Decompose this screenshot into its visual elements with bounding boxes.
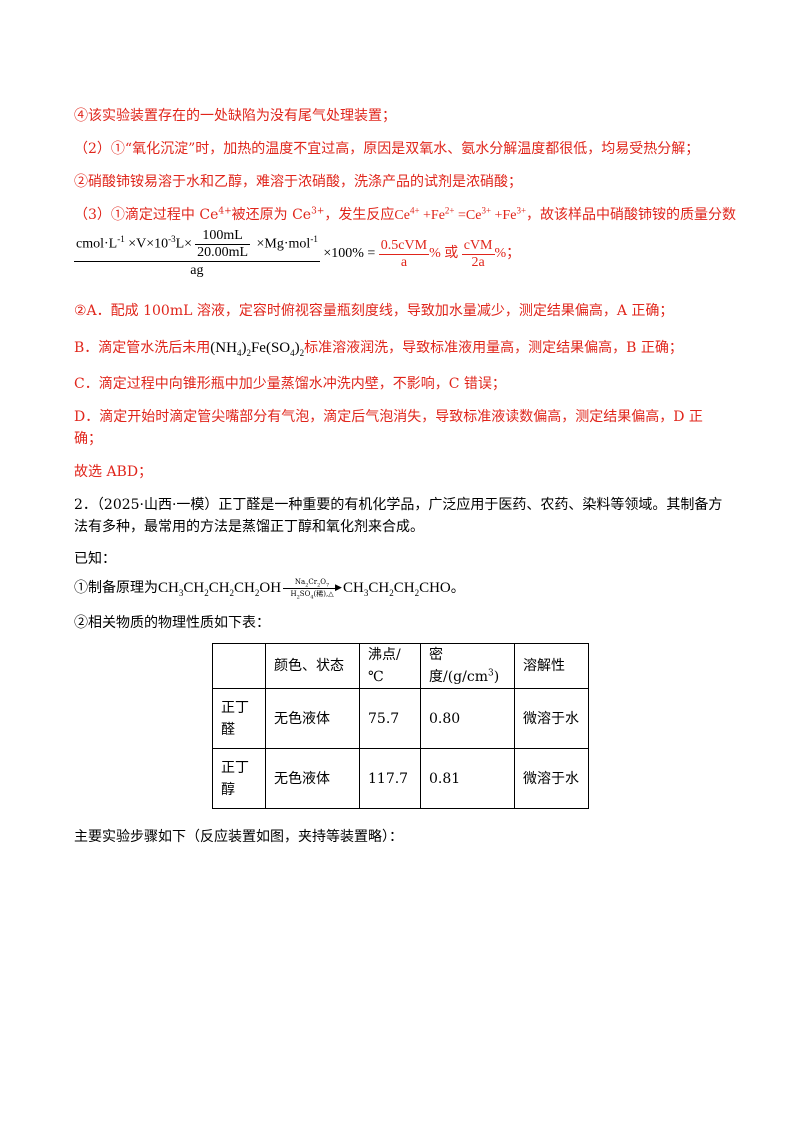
table-cell: 正丁醛 xyxy=(212,688,266,749)
answer-line-3: ②硝酸铈铵易溶于水和乙醇，难溶于浓硝酸，洗涤产品的试剂是浓硝酸； xyxy=(74,174,522,190)
text: 被还原为 Ce xyxy=(231,207,312,223)
charge: 3+ xyxy=(311,206,325,217)
text: ，故该样品中硝酸铈铵的质量分数 xyxy=(526,207,737,223)
oxidant-label: Na2Cr2O7 xyxy=(294,578,330,589)
product-formula: CH3CH2CH2CHO xyxy=(343,580,451,598)
table-header-row: 颜色、状态 沸点/℃ 密度/(g/cm3) 溶解性 xyxy=(212,643,589,689)
answer-line-11: 故选 ABD； xyxy=(74,464,153,480)
header-cell xyxy=(212,643,266,689)
percent-sign: %； xyxy=(494,246,521,262)
table-cell: 无色液体 xyxy=(265,748,360,809)
table-row: 正丁醛 无色液体 75.7 0.80 微溶于水 xyxy=(212,688,589,749)
percent-sign: % xyxy=(429,246,441,262)
question-line-2: 法有多种，最常用的方法是蒸馏正丁醇和氧化剂来合成。 xyxy=(74,519,424,535)
answer-line-2: （2）①“氧化沉淀”时，加热的温度不宜过高，原因是双氧水、氨水分解温度都很低，均… xyxy=(74,141,700,157)
table-cell: 117.7 xyxy=(359,748,421,809)
text: （3）①滴定过程中 Ce xyxy=(74,207,219,223)
table-intro: ②相关物质的物理性质如下表： xyxy=(74,615,270,631)
question-line-1: 2．（2025·山西·一模）正丁醛是一种重要的有机化学品，广泛应用于医药、农药、… xyxy=(74,497,723,513)
condition-label: H2SO4(稀),△ xyxy=(290,590,334,601)
table-cell: 75.7 xyxy=(359,688,421,749)
table-row: 正丁醇 无色液体 117.7 0.81 微溶于水 xyxy=(212,748,589,809)
header-cell: 密度/(g/cm3) xyxy=(420,643,515,689)
times-100-percent: ×100% = xyxy=(323,246,376,262)
answer-line-10: 确； xyxy=(74,431,102,447)
reactant-formula: CH3CH2CH2CH2OH xyxy=(158,580,282,598)
header-cell: 溶解性 xyxy=(514,643,589,689)
steps-intro: 主要实验步骤如下（反应装置如图，夹持等装置略）： xyxy=(74,829,403,845)
text: ，发生反应 xyxy=(324,207,395,223)
charge: 4+ xyxy=(218,206,232,217)
reaction-equation: Ce4+ +Fe2+ =Ce3+ +Fe3+ xyxy=(394,205,527,223)
answer-line-6: ②A．配成 100mL 溶液，定容时俯视容量瓶刻度线，导致加水量减少，测定结果偏… xyxy=(74,303,674,319)
answer-line-1: ④该实验装置存在的一处缺陷为没有尾气处理装置； xyxy=(74,108,396,124)
known-label: 已知： xyxy=(74,551,116,567)
physical-properties-table: 颜色、状态 沸点/℃ 密度/(g/cm3) 溶解性 正丁醛 无色液体 75.7 … xyxy=(212,643,589,809)
answer-line-4: （3）①滴定过程中 Ce4+被还原为 Ce3+，发生反应Ce4+ +Fe2+ =… xyxy=(74,205,736,226)
table-cell: 微溶于水 xyxy=(514,688,589,749)
answer-line-8: C．滴定过程中向锥形瓶中加少量蒸馏水冲洗内壁，不影响，C 错误； xyxy=(74,376,506,392)
answer-line-9: D．滴定开始时滴定管尖嘴部分有气泡，滴定后气泡消失，导致标准液读数偏高，测定结果… xyxy=(74,409,703,425)
header-cell: 颜色、状态 xyxy=(265,643,360,689)
ammonium-iron-sulfate-formula: (NH4)2Fe(SO4)2 xyxy=(210,340,305,358)
header-cell: 沸点/℃ xyxy=(359,643,421,689)
reaction-arrow: Na2Cr2O7▶H2SO4(稀),△ xyxy=(281,578,343,601)
table-cell: 微溶于水 xyxy=(514,748,589,809)
table-cell: 正丁醇 xyxy=(212,748,266,809)
answer-line-7: B．滴定管水洗后未用(NH4)2Fe(SO4)2标准溶液润洗，导致标准液用量高，… xyxy=(74,340,683,358)
or-word: 或 xyxy=(444,245,459,262)
table-cell: 0.80 xyxy=(420,688,515,749)
table-cell: 无色液体 xyxy=(265,688,360,749)
table-cell: 0.81 xyxy=(420,748,515,809)
